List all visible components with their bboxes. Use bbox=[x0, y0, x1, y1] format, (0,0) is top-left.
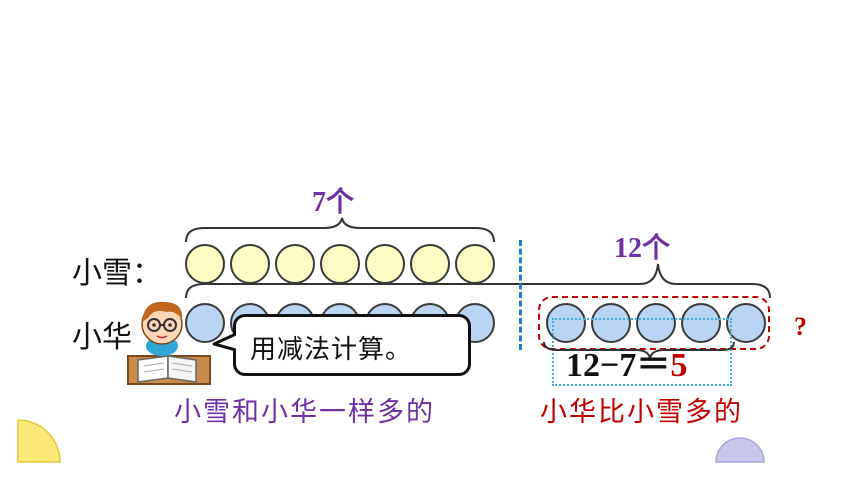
cream-circle bbox=[320, 244, 360, 284]
blue-circle bbox=[185, 303, 225, 343]
yellow-quarter-circle-icon bbox=[17, 419, 61, 463]
equation-box bbox=[552, 318, 732, 386]
boy-reading-icon bbox=[127, 301, 211, 385]
equation-brace bbox=[543, 341, 735, 359]
xiaoxue-brace bbox=[185, 217, 495, 243]
blue-circle bbox=[591, 303, 631, 343]
speech-bubble-tail bbox=[212, 332, 236, 352]
speech-bubble: 用减法计算。 bbox=[233, 314, 471, 376]
equation-answer: 5 bbox=[670, 347, 688, 384]
cream-circle bbox=[410, 244, 450, 284]
cream-circle bbox=[230, 244, 270, 284]
xiaoxue-label: 小雪： bbox=[72, 256, 162, 291]
blue-circle bbox=[636, 303, 676, 343]
divider-dashed-line bbox=[519, 240, 522, 350]
equation-expression: 12−7＝ bbox=[566, 347, 671, 384]
speech-bubble-text: 用减法计算。 bbox=[250, 335, 413, 365]
xiaohua-count-label: 12个 bbox=[614, 233, 671, 264]
cream-circle bbox=[275, 244, 315, 284]
question-mark: ? bbox=[794, 312, 807, 341]
xiaoxue-count-label: 7个 bbox=[312, 187, 355, 218]
blue-circle bbox=[681, 303, 721, 343]
cream-circle bbox=[365, 244, 405, 284]
xiaohua-brace bbox=[185, 263, 771, 299]
caption-same: 小雪和小华一样多的 bbox=[174, 397, 435, 428]
equation: 12−7＝5 bbox=[566, 337, 687, 386]
blue-circle bbox=[546, 303, 586, 343]
caption-more: 小华比小雪多的 bbox=[540, 397, 743, 428]
purple-half-circle-icon bbox=[715, 437, 765, 463]
cream-circle bbox=[185, 244, 225, 284]
xiaohua-label: 小华 bbox=[72, 320, 132, 355]
extra-group-box bbox=[538, 296, 770, 350]
cream-circle bbox=[455, 244, 495, 284]
